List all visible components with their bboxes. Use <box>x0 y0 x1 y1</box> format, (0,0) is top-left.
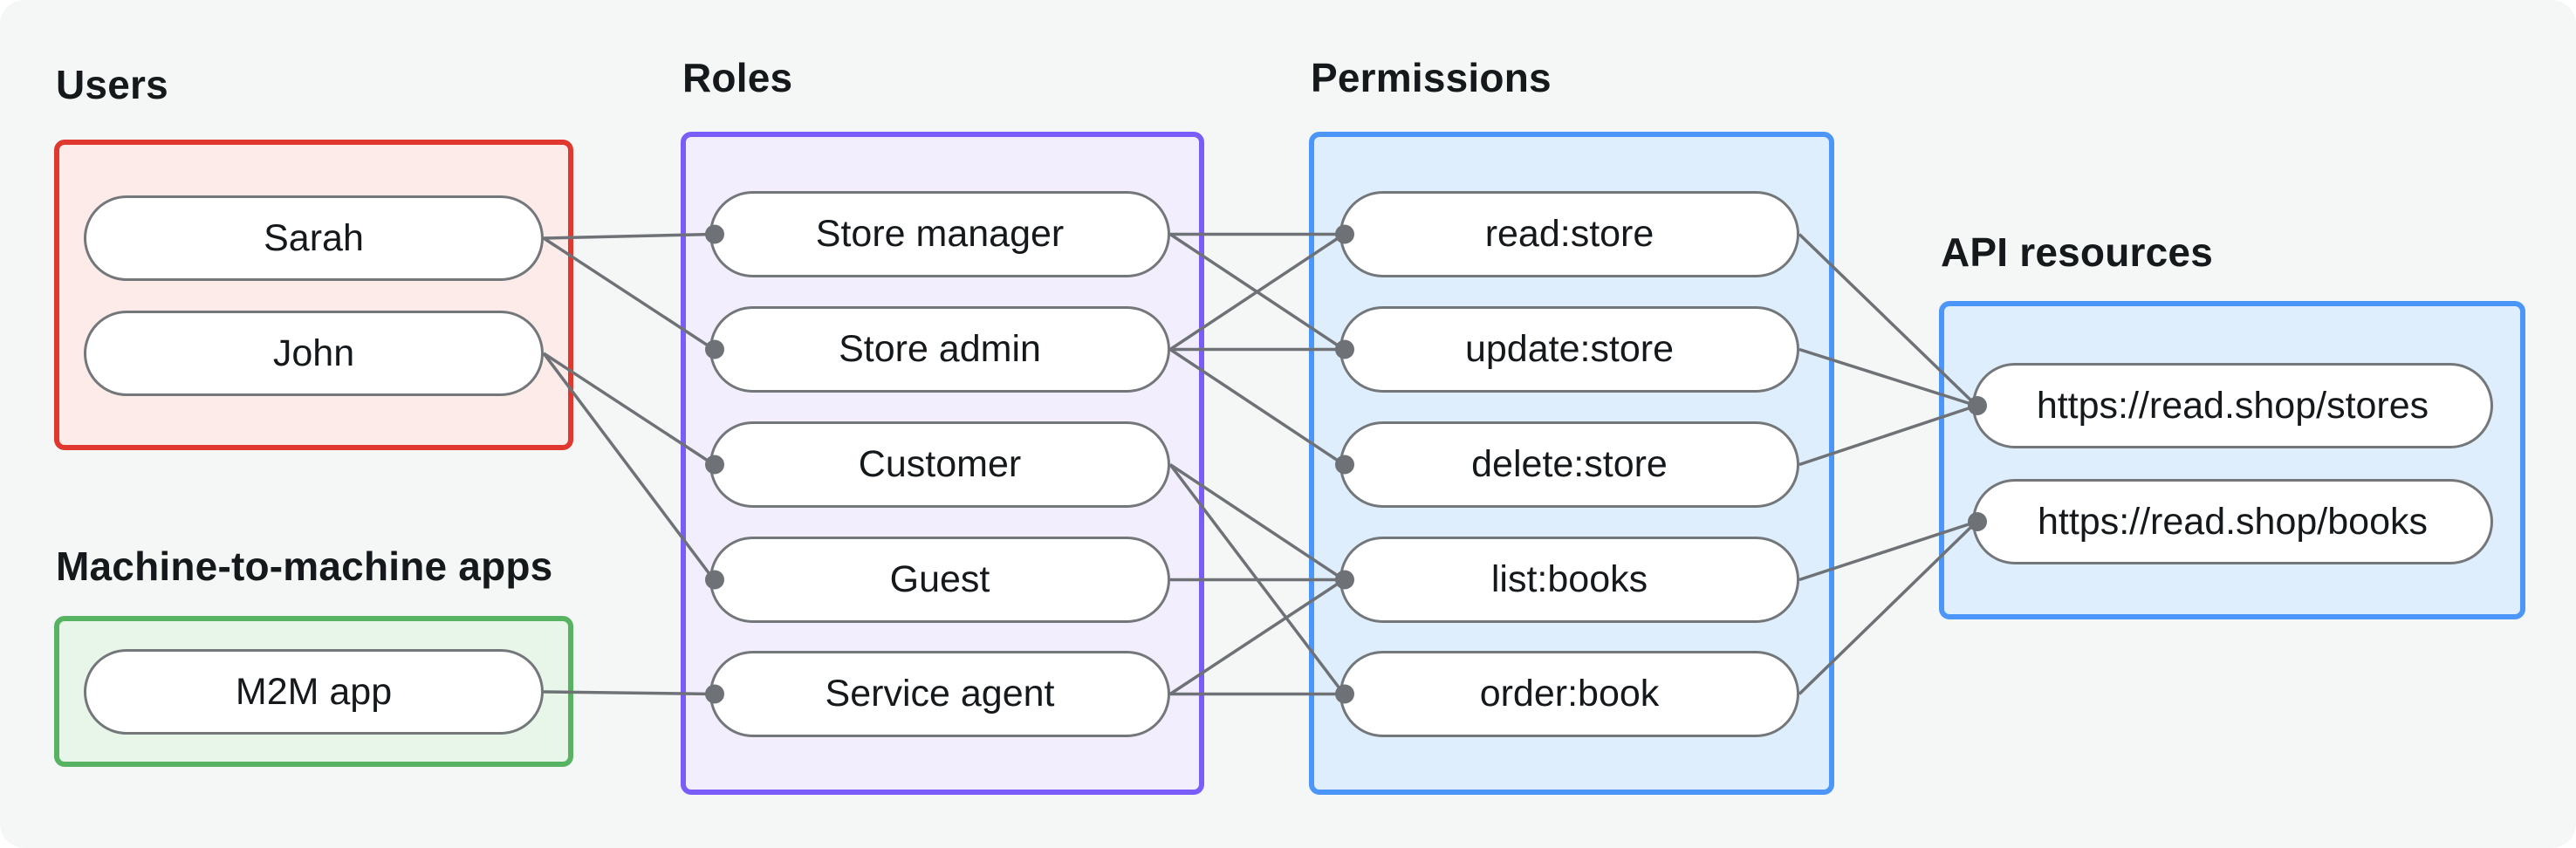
node-pill-store-admin: Store admin <box>709 306 1170 393</box>
node-pill-delete-store: delete:store <box>1339 421 1799 508</box>
group-title-roles: Roles <box>682 55 793 100</box>
node-pill-service-agent: Service agent <box>709 651 1170 737</box>
node-pill-guest: Guest <box>709 537 1170 623</box>
node-pill-stores: https://read.shop/stores <box>1972 363 2493 448</box>
node-pill-customer: Customer <box>709 421 1170 508</box>
node-pill-read-store: read:store <box>1339 191 1799 277</box>
group-title-users: Users <box>56 62 168 107</box>
group-title-permissions: Permissions <box>1311 55 1552 100</box>
group-box-users <box>54 140 573 450</box>
group-box-api-resources <box>1939 301 2525 619</box>
node-pill-list-books: list:books <box>1339 537 1799 623</box>
node-pill-order-book: order:book <box>1339 651 1799 737</box>
group-title-m2m-apps: Machine-to-machine apps <box>56 544 553 589</box>
node-pill-store-manager: Store manager <box>709 191 1170 277</box>
node-pill-books: https://read.shop/books <box>1972 479 2493 564</box>
node-pill-m2m-app: M2M app <box>84 649 544 735</box>
node-pill-john: John <box>84 311 544 396</box>
node-pill-update-store: update:store <box>1339 306 1799 393</box>
group-title-api-resources: API resources <box>1941 229 2213 275</box>
node-pill-sarah: Sarah <box>84 195 544 281</box>
